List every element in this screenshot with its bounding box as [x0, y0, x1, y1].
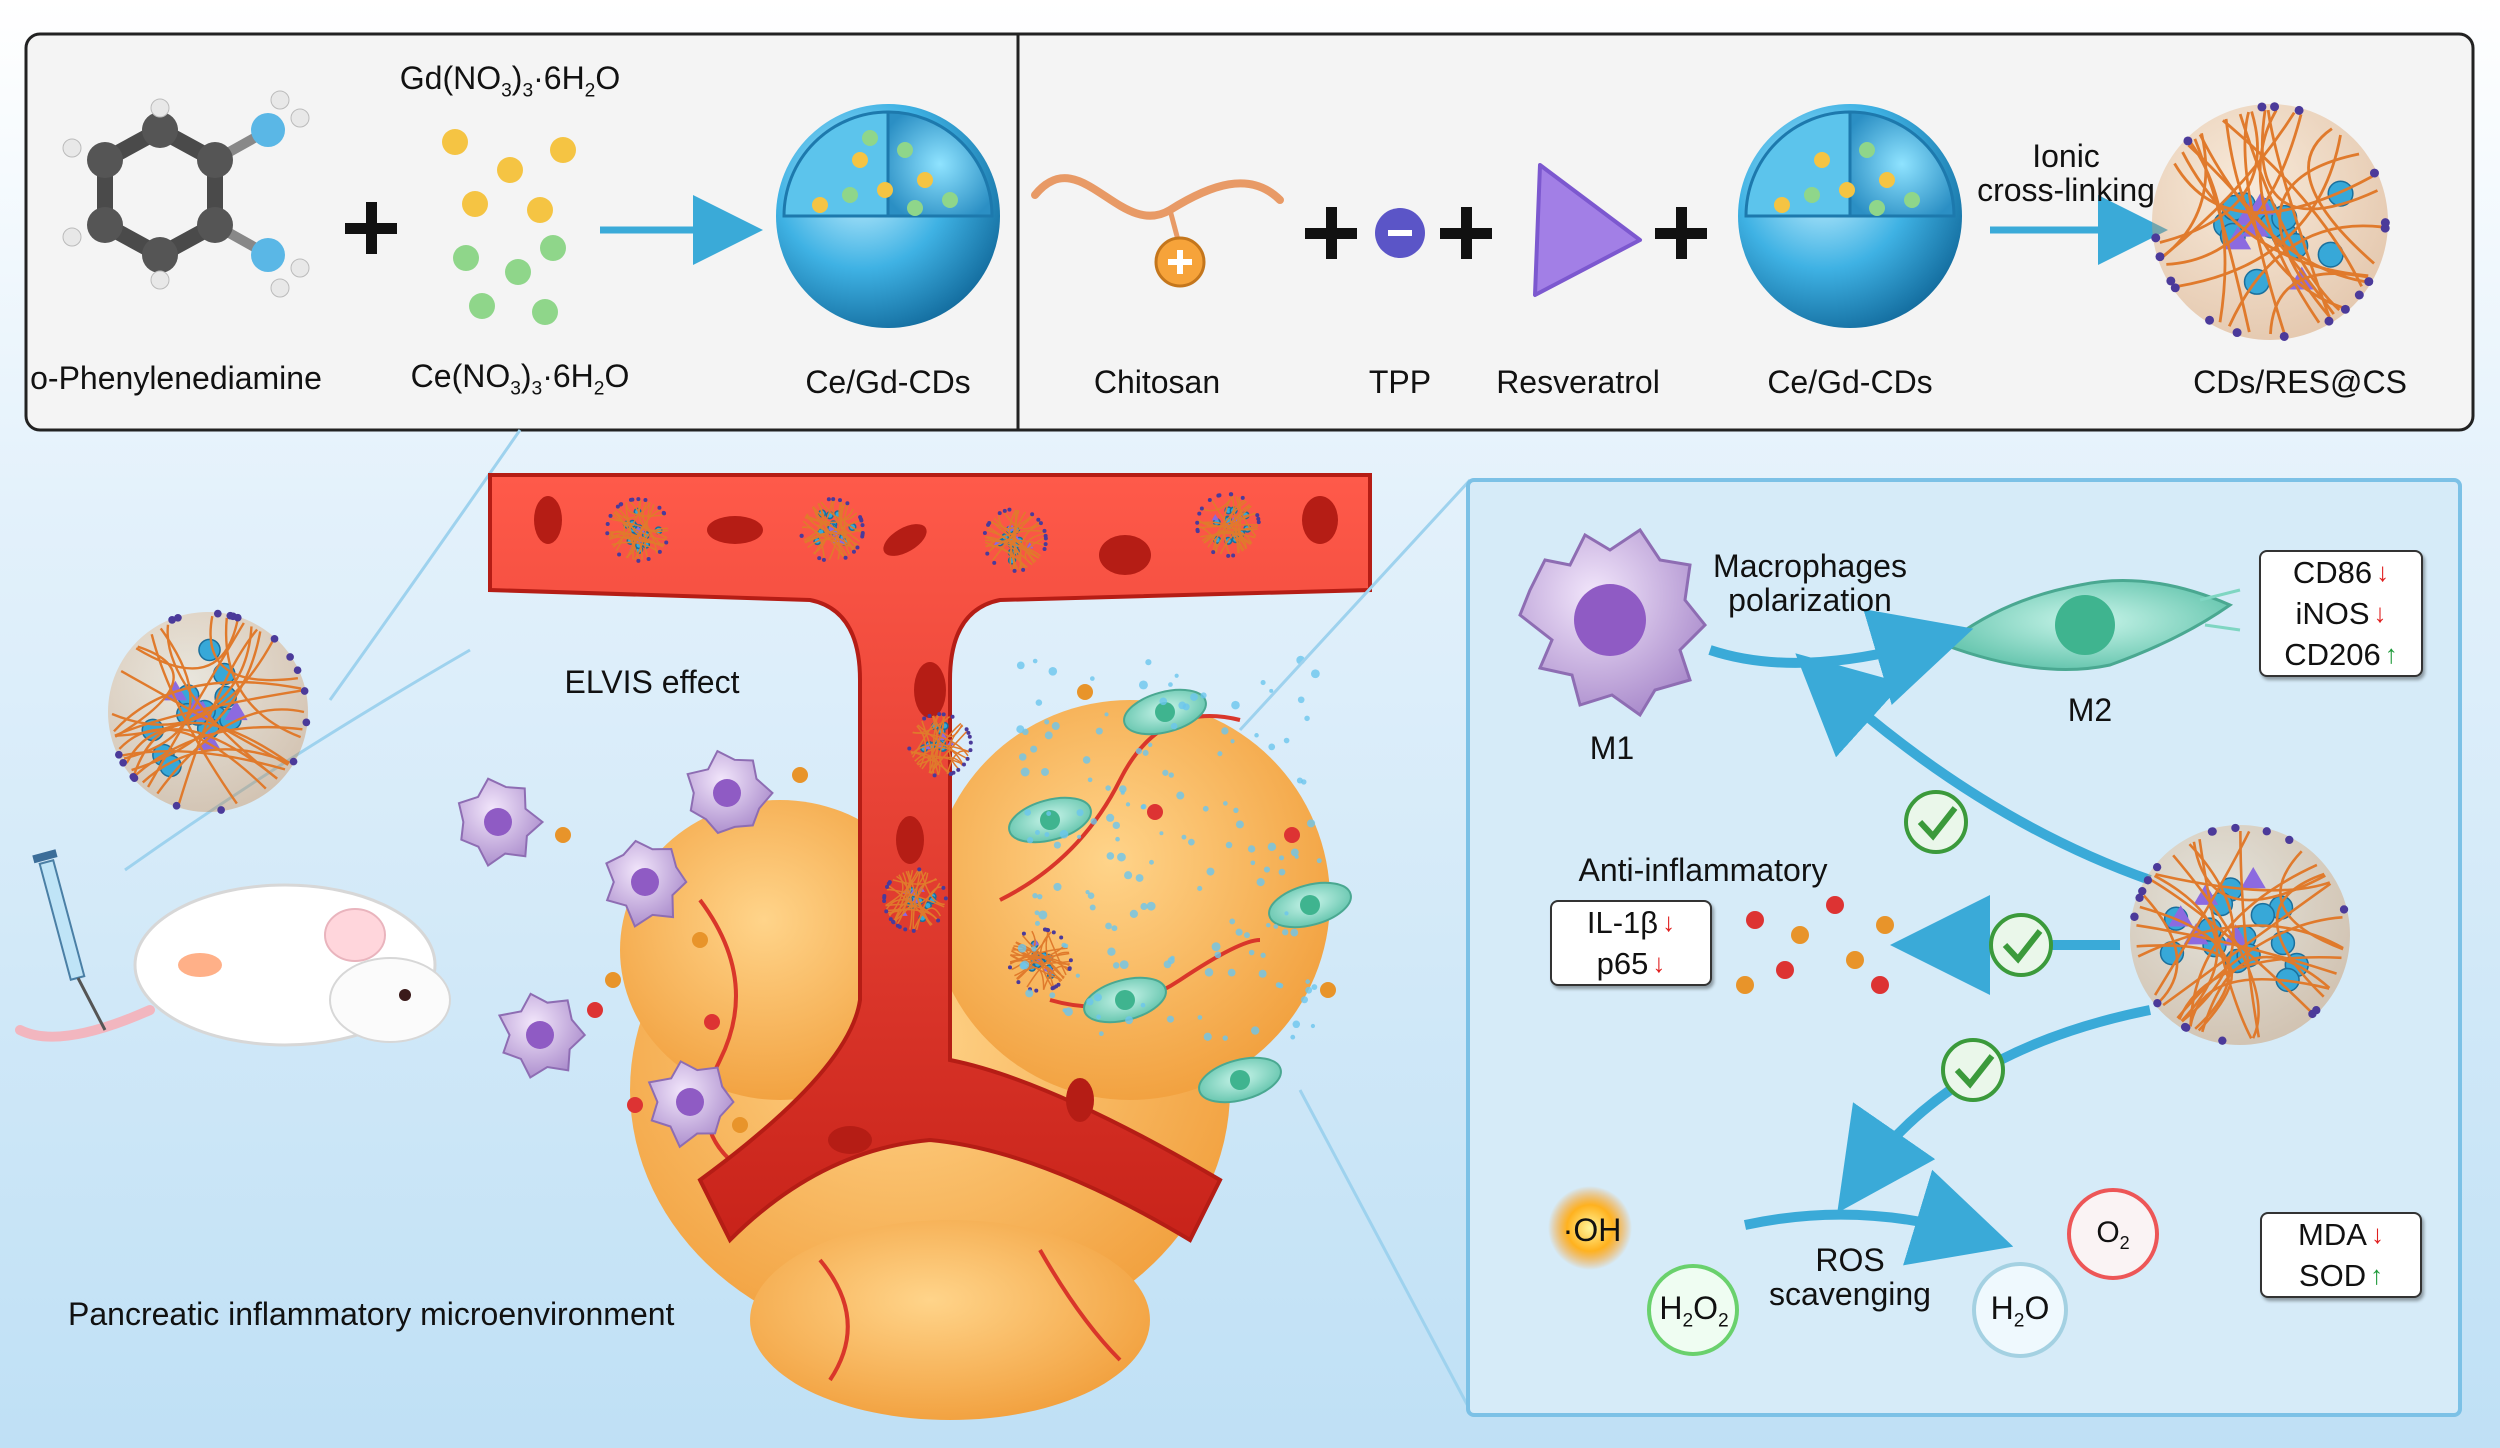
nanoparticle-label: CDs/RES@CS: [2193, 364, 2407, 400]
ros-label-2: scavenging: [1769, 1276, 1931, 1312]
up-arrow-icon: ↑: [2370, 1260, 2384, 1290]
marker-name: MDA: [2298, 1216, 2367, 1252]
zoom-line: [1298, 1089, 1472, 1411]
cds-label: Ce/Gd-CDs: [805, 364, 971, 400]
anti-inflammatory-label: Anti-inflammatory: [1578, 852, 1828, 888]
crosslink-label-1: Ionic: [2032, 138, 2100, 174]
reagent-label: o-Phenylenediamine: [30, 360, 322, 396]
cytokine-marker-box: IL-1β↓ p65↓: [1550, 900, 1712, 986]
cytokine-dots-panel: [1736, 896, 1894, 994]
gd-salt-label: Gd(NO3)3·6H2O: [399, 60, 621, 102]
chitosan-chain: [1031, 174, 1284, 288]
macrophage-label-1: Macrophages: [1713, 548, 1907, 584]
down-arrow-icon: ↓: [2376, 557, 2390, 587]
zoom-line: [1238, 478, 1472, 732]
metal-salt-dots: [442, 129, 576, 325]
o2-bubble-icon: [2067, 1188, 2159, 1280]
marker-name: IL-1β: [1586, 904, 1659, 940]
marker-name: iNOS: [2295, 595, 2370, 631]
plus-sign: [345, 202, 397, 254]
polarization-marker-box: CD86↓ iNOS↓ CD206↑: [2259, 550, 2423, 677]
m1-macrophages: [457, 749, 774, 1149]
microenvironment-label: Pancreatic inflammatory microenvironment: [68, 1296, 675, 1332]
ros-label-1: ROS: [1815, 1242, 1885, 1278]
h2o2-label: H2O2: [1659, 1290, 1729, 1332]
marker-name: p65: [1596, 945, 1649, 981]
cds-sphere: [776, 104, 1000, 328]
marker-name: SOD: [2298, 1257, 2367, 1293]
o2-label: O2: [2096, 1216, 2130, 1253]
nanoparticle-injected: [108, 609, 311, 814]
hydroxyl-radical-icon: [1548, 1186, 1632, 1270]
capillaries: [698, 714, 1261, 1382]
plus-sign: [1305, 207, 1357, 259]
cytokine-dots: [555, 684, 1336, 1133]
cds-sphere-2: [1738, 104, 1962, 328]
check-icon: [1941, 1038, 2005, 1102]
resveratrol-shape: [1533, 163, 1642, 297]
plus-sign: [1440, 207, 1492, 259]
check-icon: [1904, 790, 1968, 854]
mouse-head: [329, 957, 451, 1043]
m2-label: M2: [2067, 692, 2113, 728]
m1-label: M1: [1589, 730, 1635, 766]
mouse-tail: [15, 1005, 155, 1042]
resveratrol-label: Resveratrol: [1496, 364, 1660, 400]
down-arrow-icon: ↓: [2373, 598, 2387, 628]
crosslink-label-2: cross-linking: [1977, 172, 2155, 208]
cds-label-2: Ce/Gd-CDs: [1767, 364, 1933, 400]
ros-scavenging-arrow: [1743, 1169, 2014, 1266]
chitosan-label: Chitosan: [1093, 364, 1221, 400]
down-arrow-icon: ↓: [1652, 948, 1666, 978]
blood-vessel: [488, 473, 1372, 1244]
pancreas-highlight: [178, 953, 222, 977]
marker-name: CD86: [2292, 554, 2373, 590]
m2-cell-icon: [1942, 579, 2241, 671]
mouse-ear: [324, 908, 386, 962]
oxidative-marker-box: MDA↓ SOD↑: [2260, 1212, 2422, 1298]
m2-macrophages: [1008, 688, 1352, 1104]
macrophage-label-2: polarization: [1728, 582, 1892, 618]
mouse-eye: [399, 989, 411, 1001]
down-arrow-icon: ↓: [1662, 907, 1676, 937]
down-arrow-icon: ↓: [2370, 1219, 2384, 1249]
h2o2-bubble-icon: [1647, 1264, 1739, 1356]
nanoparticle-panel: [2130, 823, 2350, 1045]
tpp-label: TPP: [1368, 364, 1432, 400]
vessel-nanoparticles: [605, 492, 1261, 993]
h2o-bubble-icon: [1972, 1262, 2068, 1358]
tpp-ion: [1375, 208, 1425, 258]
released-particles: [1016, 655, 1322, 1041]
nanoparticle: [2151, 102, 2390, 341]
nano-to-macrophage-arrow: [1795, 653, 2152, 885]
syringe-icon: [32, 849, 107, 1031]
elvis-label: ELVIS effect: [564, 664, 740, 700]
zoom-line: [328, 429, 522, 701]
phenylenediamine-molecule: [62, 90, 310, 298]
hydroxyl-label: ·OH: [1562, 1212, 1622, 1248]
h2o-label: H2O: [1990, 1290, 2050, 1332]
plus-sign: [1655, 207, 1707, 259]
marker-name: CD206: [2284, 636, 2381, 672]
check-icon: [1989, 913, 2053, 977]
up-arrow-icon: ↑: [2384, 639, 2398, 669]
m1-cell-icon: [1518, 527, 1708, 718]
ce-salt-label: Ce(NO3)3·6H2O: [410, 358, 630, 400]
